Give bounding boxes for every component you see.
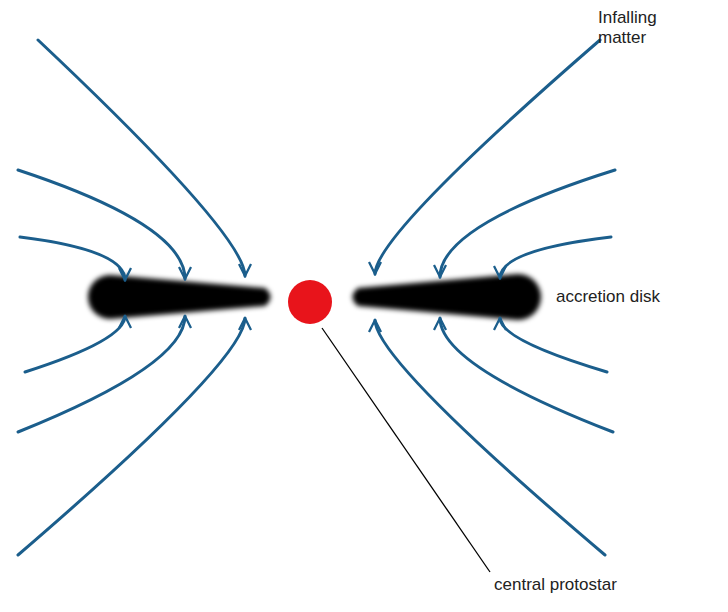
label: accretion disk <box>556 287 716 307</box>
label: central protostar <box>494 575 694 595</box>
accretion-disk <box>353 274 542 320</box>
leader-line <box>322 328 490 572</box>
label: Infalling matter <box>598 8 670 48</box>
protostar <box>288 280 332 324</box>
infall-lines <box>18 40 245 555</box>
accretion-disk <box>88 275 271 319</box>
